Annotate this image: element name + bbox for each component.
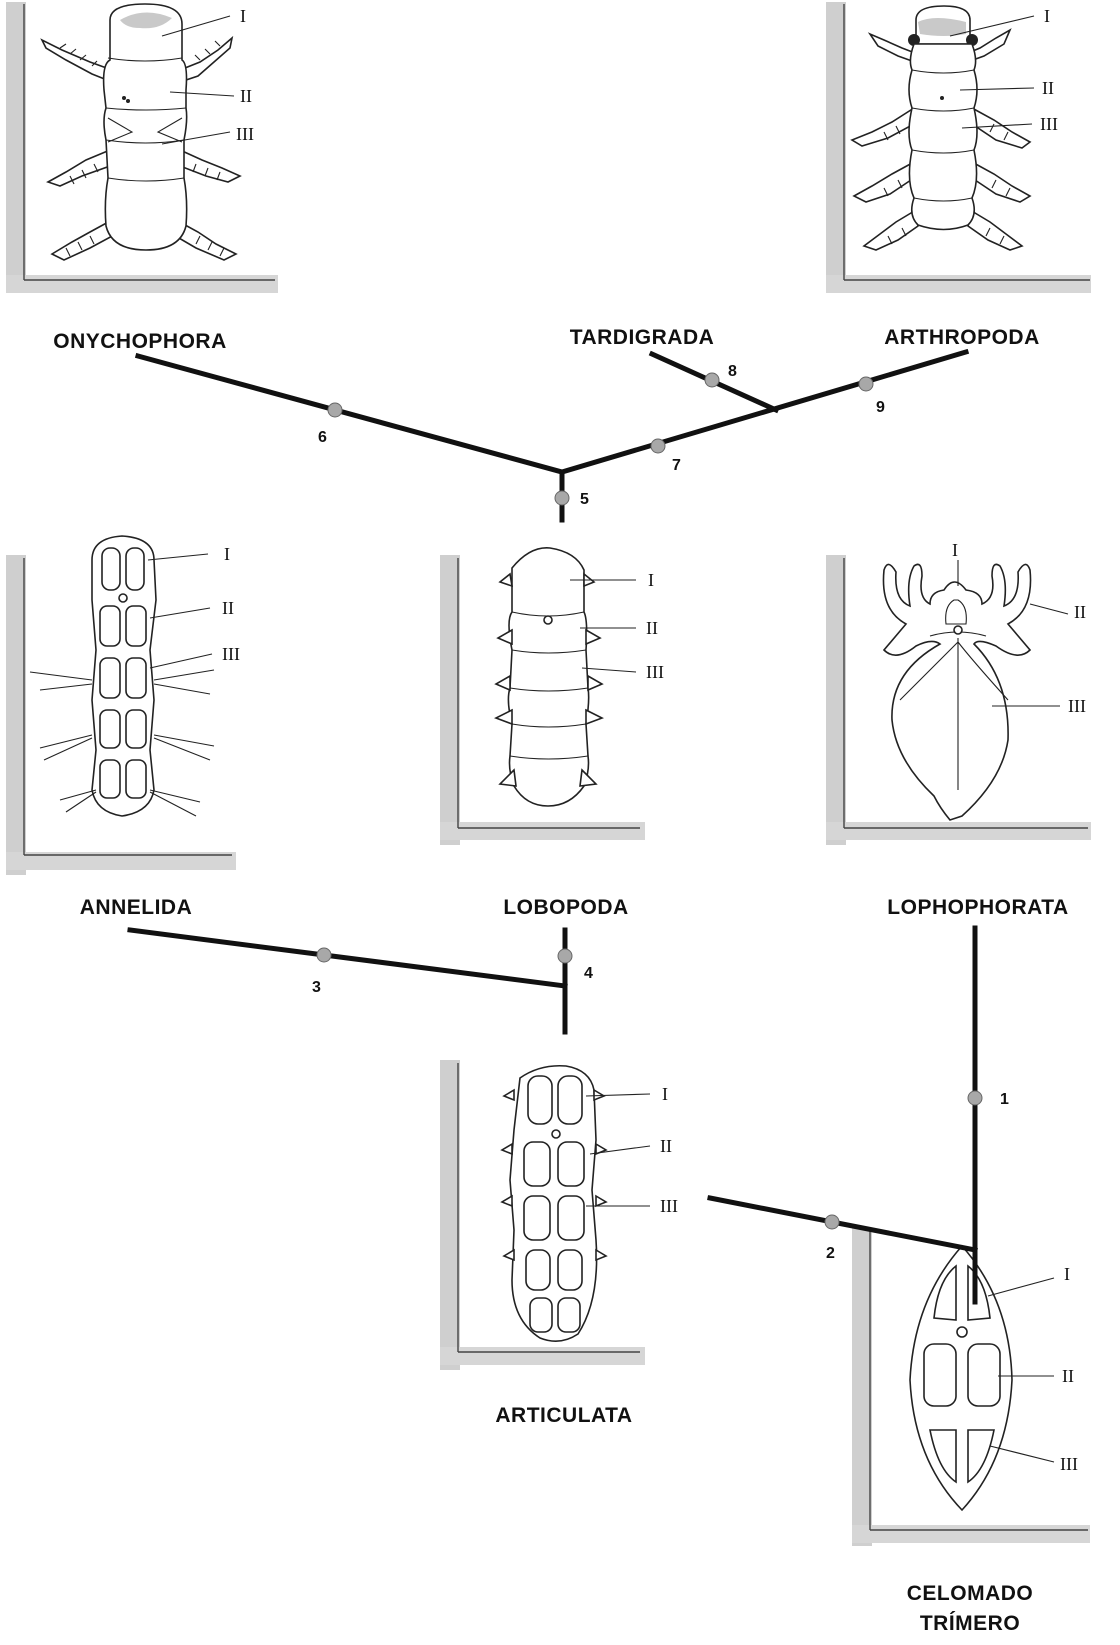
label-region-3: III (1040, 114, 1058, 134)
label-region-3: III (1068, 696, 1086, 716)
articulata-illustration: I II III (502, 1066, 678, 1341)
label-region-2: II (660, 1136, 672, 1156)
label-region-2: II (1042, 78, 1054, 98)
node-2-label: 2 (826, 1245, 835, 1262)
node-7-label: 7 (672, 457, 681, 474)
label-region-1: I (1044, 6, 1050, 26)
node-2-marker (825, 1215, 839, 1229)
node-5-marker (555, 491, 569, 505)
taxon-onychophora: ONYCHOPHORA (53, 330, 227, 353)
label-region-3: III (660, 1196, 678, 1216)
taxon-arthropoda: ARTHROPODA (884, 326, 1040, 349)
label-region-2: II (240, 86, 252, 106)
annelida-illustration: I II III (30, 536, 240, 816)
node-8-label: 8 (728, 363, 737, 380)
label-region-3: III (646, 662, 664, 682)
taxon-annelida: ANNELIDA (80, 896, 193, 919)
branch-articulata (710, 1198, 975, 1250)
branch-annelida (130, 930, 565, 986)
taxon-tardigrada: TARDIGRADA (570, 326, 715, 349)
node-8-marker (705, 373, 719, 387)
branch-arthropoda (562, 352, 966, 472)
label-region-1: I (662, 1084, 668, 1104)
label-region-3: III (236, 124, 254, 144)
node-6-label: 6 (318, 429, 327, 446)
branch-onychophora (138, 356, 562, 472)
label-region-1: I (648, 570, 654, 590)
tree-nodes (317, 373, 982, 1229)
taxon-celomado-trimero-line2: TRÍMERO (920, 1612, 1020, 1635)
node-3-marker (317, 948, 331, 962)
lophophorata-illustration: I II III (883, 540, 1086, 820)
node-3-label: 3 (312, 979, 321, 996)
node-4-marker (558, 949, 572, 963)
node-7-marker (651, 439, 665, 453)
arthropoda-illustration: I II III (852, 6, 1058, 250)
celomado-trimero-illustration: I II III (910, 1246, 1078, 1510)
label-region-2: II (1062, 1366, 1074, 1386)
onychophora-illustration: I II III (42, 4, 254, 260)
node-9-marker (859, 377, 873, 391)
label-region-2: II (646, 618, 658, 638)
node-1-marker (968, 1091, 982, 1105)
node-6-marker (328, 403, 342, 417)
label-region-1: I (1064, 1264, 1070, 1284)
label-region-3: III (222, 644, 240, 664)
node-1-label: 1 (1000, 1091, 1009, 1108)
node-9-label: 9 (876, 399, 885, 416)
taxon-celomado-trimero-line1: CELOMADO (907, 1582, 1034, 1605)
label-region-1: I (224, 544, 230, 564)
label-region-2: II (222, 598, 234, 618)
label-region-1: I (240, 6, 246, 26)
taxon-lobopoda: LOBOPODA (503, 896, 628, 919)
taxon-articulata: ARTICULATA (495, 1404, 632, 1427)
lobopoda-illustration: I II III (496, 548, 664, 806)
label-region-2: II (1074, 602, 1086, 622)
taxon-lophophorata: LOPHOPHORATA (887, 896, 1068, 919)
label-region-3: III (1060, 1454, 1078, 1474)
label-region-1: I (952, 540, 958, 560)
node-4-label: 4 (584, 965, 593, 982)
node-5-label: 5 (580, 491, 589, 508)
